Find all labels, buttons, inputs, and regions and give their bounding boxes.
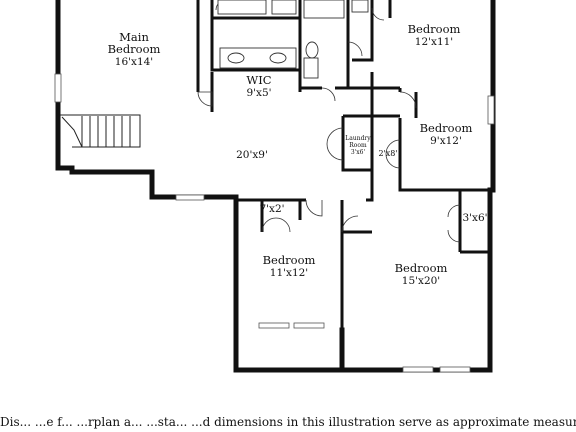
main-bedroom-dim: 16'x14' [115,56,153,68]
closet-e-dim: 2'x8' [378,149,397,158]
laundry-dim: 3'x6' [351,149,366,156]
bedroom-s-dim: 11'x12' [270,267,308,279]
laundry-name: Laundry [345,135,371,142]
laundry-name2: Room [349,142,367,149]
wic-dim: 9'x5' [246,87,271,99]
closet-se-dim: 3'x6' [462,212,487,224]
interior-walls [196,0,490,330]
staircase [60,114,141,148]
main-bedroom-name: Main [119,30,149,44]
bedroom-ne-dim: 12'x11' [415,36,453,48]
hall-dim: 20'x9' [236,149,268,161]
bedroom-ne-name: Bedroom [408,22,461,36]
wic-name: WIC [246,73,271,87]
bedroom-se-dim: 15'x20' [402,275,440,287]
room-labels: Main Bedroom 16'x14' WIC 9'x5' Bedroom 1… [108,22,488,287]
bedroom-e-name: Bedroom [420,121,473,135]
bedroom-se-name: Bedroom [395,261,448,275]
main-bedroom-name2: Bedroom [108,42,161,56]
bedroom-s-name: Bedroom [263,253,316,267]
closet-s-dim: 7'x2' [259,203,284,215]
windows [54,73,495,373]
bath-fixtures [217,0,369,79]
disclaimer-text: Dis... ...e f... ...rplan a... ...sta...… [0,415,576,429]
bedroom-e-dim: 9'x12' [430,135,462,147]
doors [197,0,461,243]
